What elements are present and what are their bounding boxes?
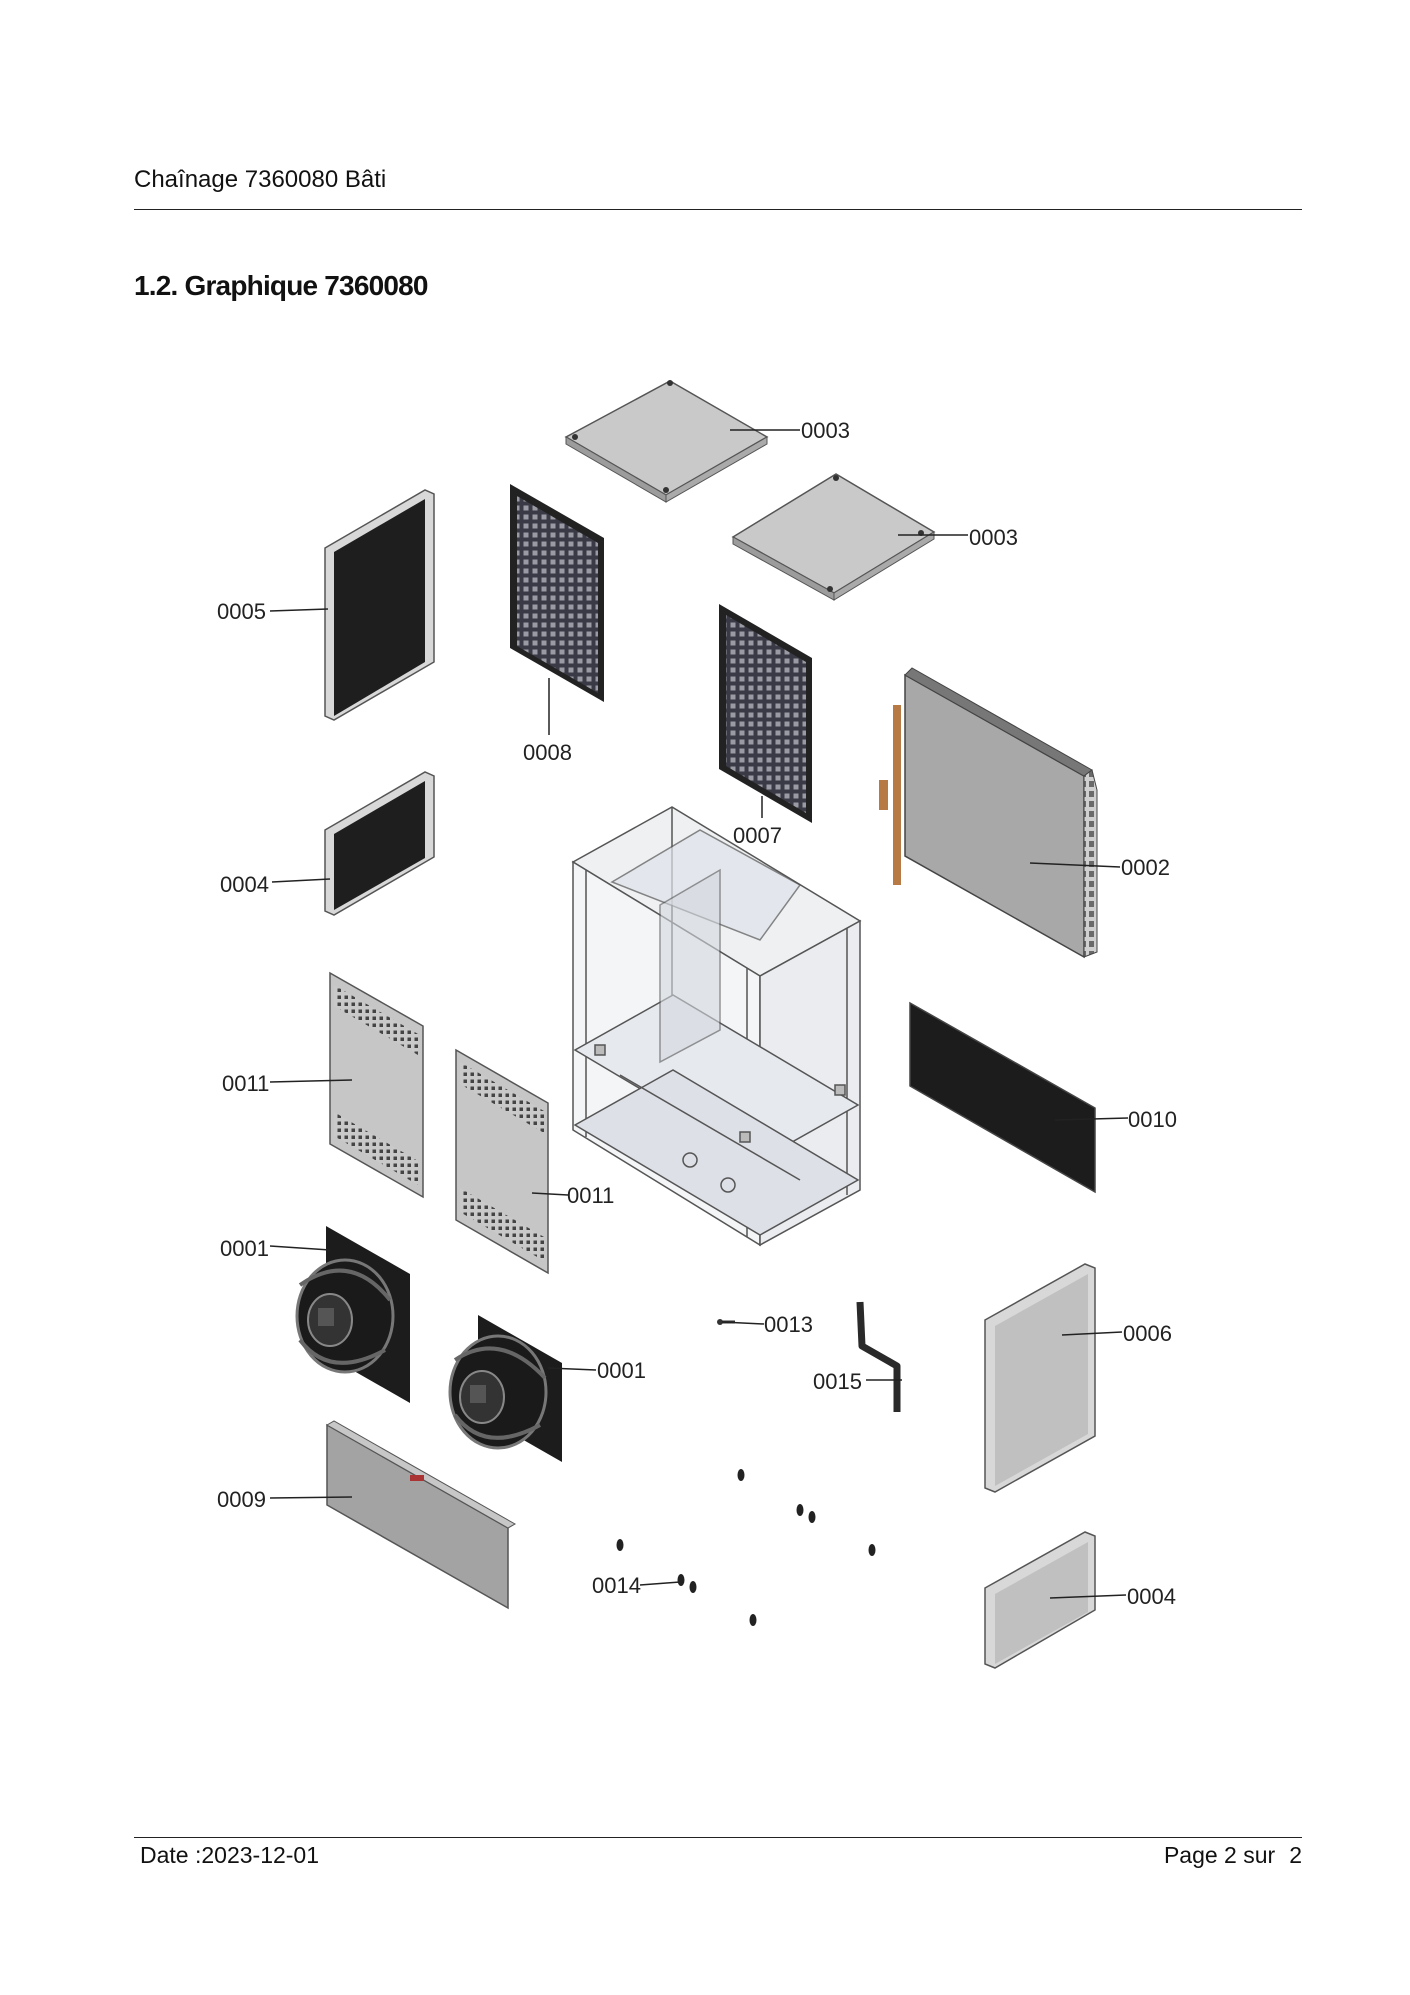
callout-grille-right: 0007: [733, 823, 782, 848]
side-panel-left: [324, 489, 435, 721]
footer-page-total: 2: [1289, 1842, 1302, 1868]
fan-b: [448, 1315, 562, 1462]
callout-top-panel-a: 0003: [801, 418, 850, 443]
top-panel-b: [731, 473, 936, 601]
grille-right: [719, 604, 812, 823]
coil: [879, 667, 1098, 959]
callout-feet: 0014: [592, 1573, 641, 1598]
callout-side-panel-left: 0005: [217, 599, 266, 624]
callout-coil: 0002: [1121, 855, 1170, 880]
filter: [909, 1001, 1096, 1194]
callout-access-panel-a: 0011: [222, 1071, 269, 1096]
base-panel: [325, 1420, 517, 1610]
small-panel-right: [984, 1531, 1096, 1669]
access-panel-a: [329, 971, 424, 1199]
small-panel-left: [324, 771, 435, 916]
pipe: [856, 1301, 901, 1412]
callout-labels: 0003 0003 0005 0008 0007 0002 0004 0011 …: [217, 418, 1177, 1609]
callout-sensor: 0013: [764, 1312, 813, 1337]
callout-fan-b: 0001: [597, 1358, 646, 1383]
grille-left: [510, 484, 604, 702]
feet: [616, 1469, 876, 1626]
footer-date: Date :2023-12-01: [140, 1842, 320, 1868]
access-panel-b: [455, 1048, 549, 1275]
callout-fan-a: 0001: [220, 1236, 269, 1261]
callout-small-panel-right: 0004: [1127, 1584, 1176, 1609]
top-panel-a: [564, 380, 769, 503]
footer-page-label: Page 2 sur: [1163, 1842, 1276, 1868]
callout-pipe: 0015: [813, 1369, 862, 1394]
section-title: 1.2. Graphique 7360080: [134, 270, 428, 301]
callout-small-panel-left: 0004: [220, 872, 269, 897]
callout-access-panel-b: 0011: [567, 1183, 614, 1208]
central-frame: [571, 806, 862, 1247]
callout-side-panel-right: 0006: [1123, 1321, 1172, 1346]
leader-lines: [269, 429, 1129, 1599]
callout-grille-left: 0008: [523, 740, 572, 765]
side-panel-right: [984, 1263, 1096, 1493]
callout-base-panel: 0009: [217, 1487, 266, 1512]
callout-top-panel-b: 0003: [969, 525, 1018, 550]
fan-a: [295, 1226, 410, 1403]
footer-page-number: Page 2 sur 2: [1164, 1842, 1302, 1869]
footer-rule: [134, 1837, 1302, 1838]
document-header-title: Chaînage 7360080 Bâti: [134, 166, 387, 193]
callout-filter: 0010: [1128, 1107, 1177, 1132]
header-rule: [134, 209, 1302, 210]
